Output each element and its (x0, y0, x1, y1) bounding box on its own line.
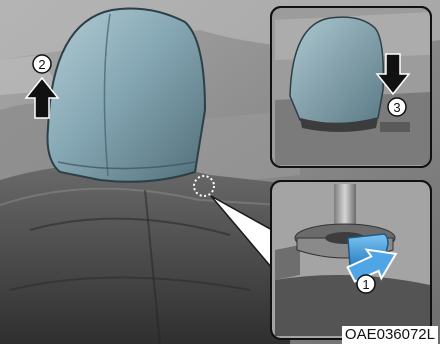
step-3-badge: 3 (388, 98, 406, 116)
inset-release-button (271, 181, 431, 339)
figure-code: OAE036072L (342, 326, 438, 344)
step-3-label: 3 (393, 100, 400, 115)
step-2-label: 2 (38, 57, 45, 72)
step-2-badge: 2 (33, 55, 51, 73)
step-1-badge: 1 (357, 275, 375, 293)
step-1-label: 1 (362, 277, 369, 292)
inset-lower-headrest (271, 7, 431, 167)
